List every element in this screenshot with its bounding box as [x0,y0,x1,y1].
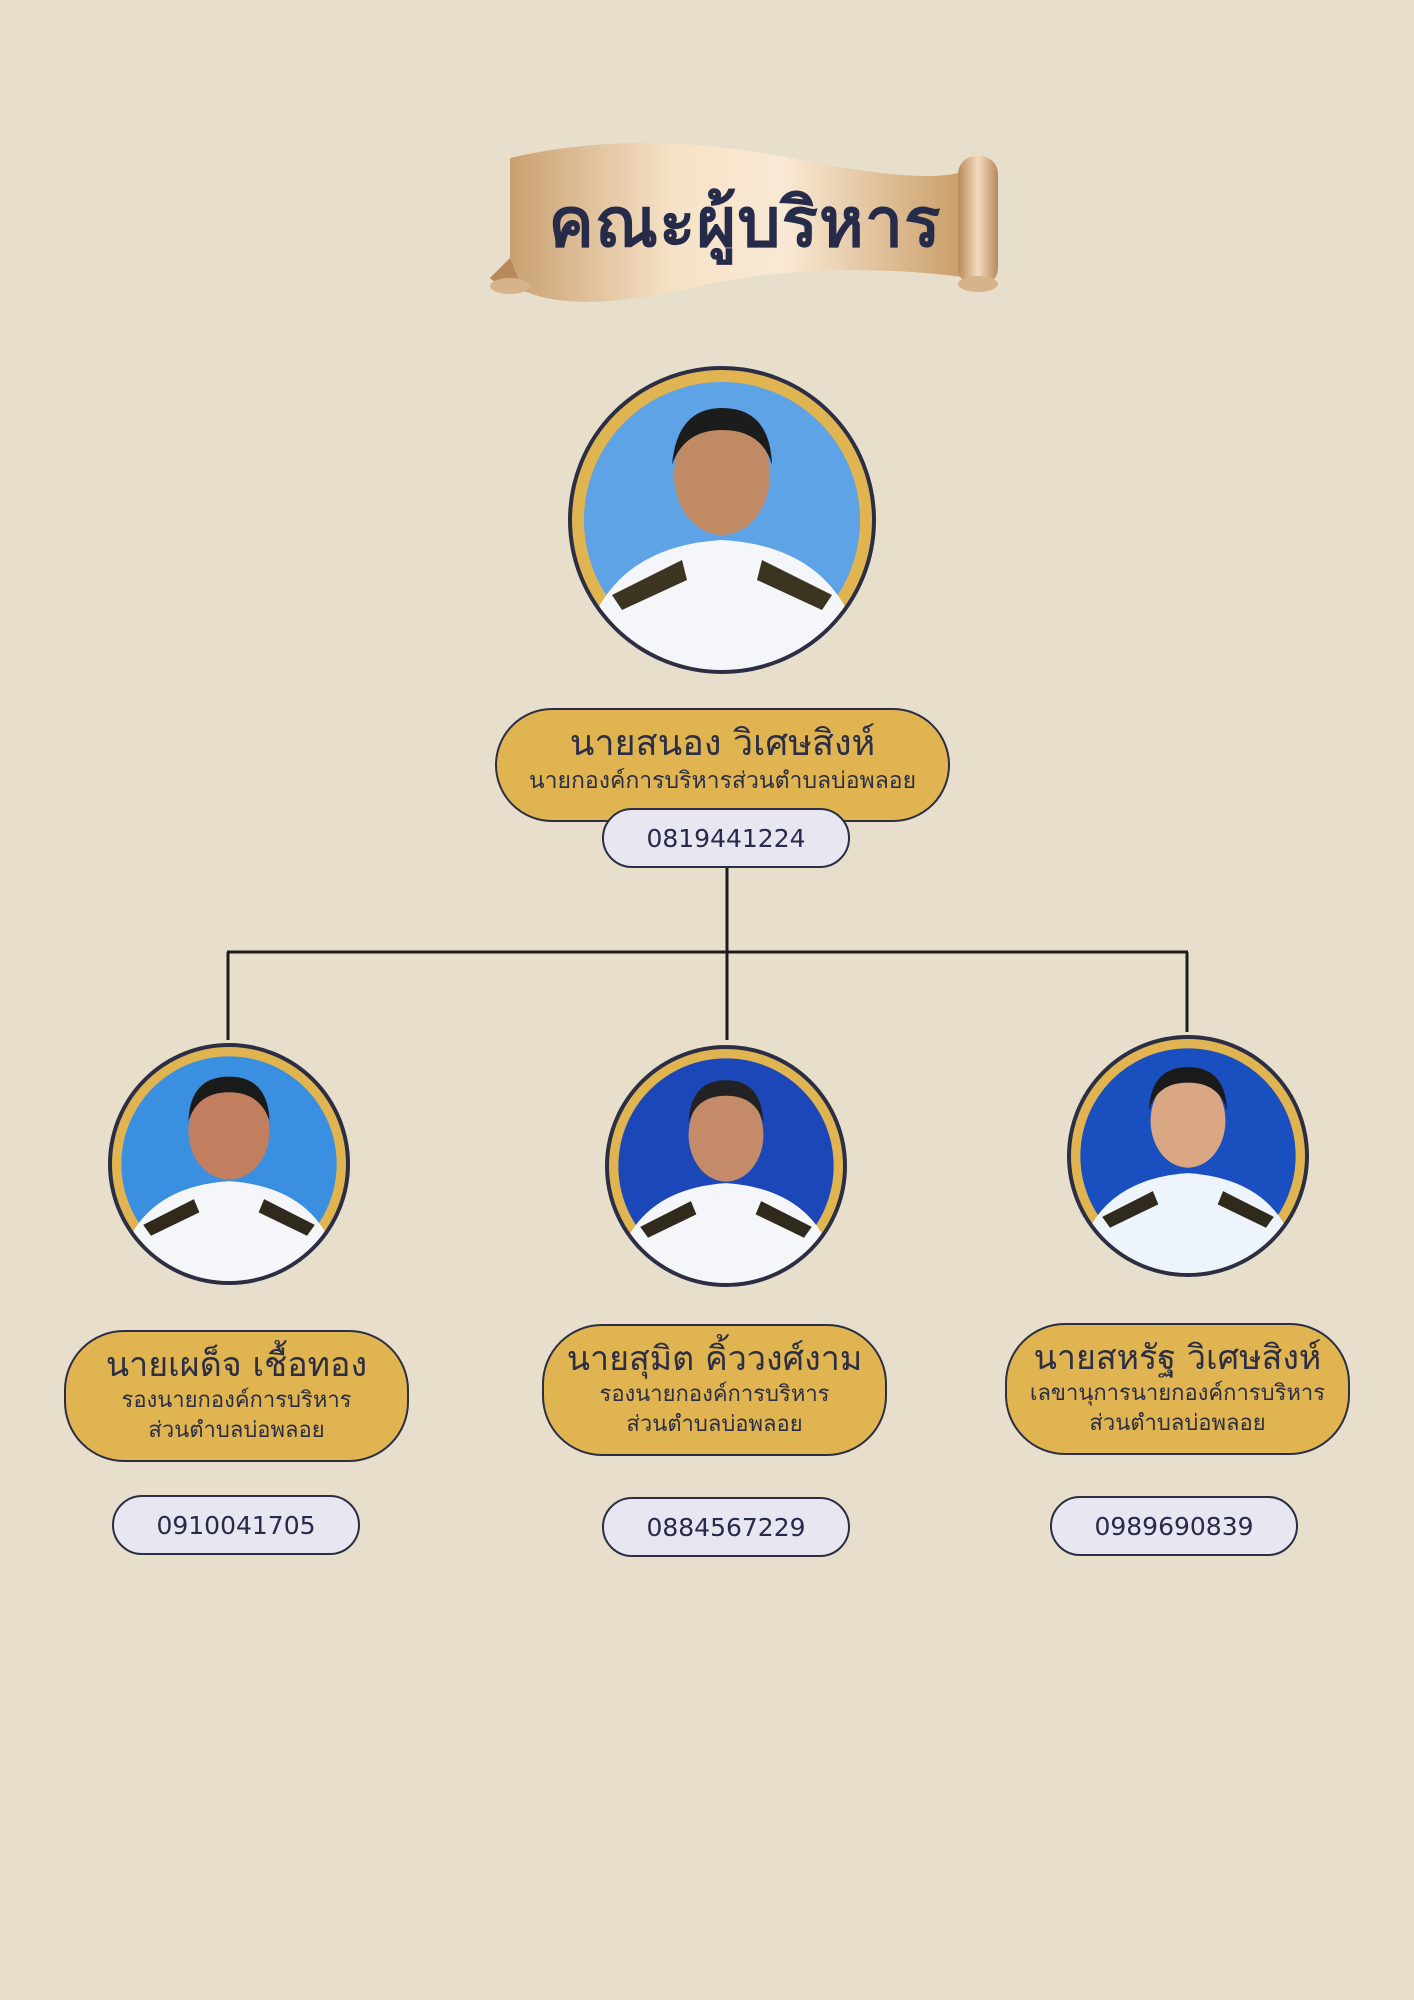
person-photo-icon [1080,1048,1296,1273]
chief-name: นายสนอง วิเศษสิงห์ [569,723,876,764]
member-1-role-line1: รองนายกองค์การบริหาร [121,1388,352,1413]
person-photo-icon [618,1058,834,1283]
chief-role: นายกองค์การบริหารส่วนตำบลบ่อพลอย [528,768,917,794]
member-3-name-plate: นายสหรัฐ วิเศษสิงห์ เลขานุการนายกองค์การ… [1005,1323,1350,1455]
member-1-name: นายเผด็จ เชื้อทอง [105,1345,368,1385]
member-2-name: นายสุมิต คิ้ววงศ์งาม [566,1339,863,1379]
chief-name-plate: นายสนอง วิเศษสิงห์ นายกองค์การบริหารส่วน… [495,708,950,822]
chief-portrait [568,366,876,674]
member-2-role-line1: รองนายกองค์การบริหาร [599,1382,830,1407]
member-1-portrait [108,1043,350,1285]
member-2-portrait [605,1045,847,1287]
person-photo-icon [121,1056,337,1281]
person-photo-icon [584,382,860,670]
chief-phone: 0819441224 [602,808,850,868]
member-2-phone: 0884567229 [602,1497,850,1557]
member-3-phone: 0989690839 [1050,1496,1298,1556]
page-title: คณะผู้บริหาร [548,184,942,263]
member-3-role-line1: เลขานุการนายกองค์การบริหาร [1029,1381,1326,1406]
member-1-role-line2: ส่วนตำบลบ่อพลอย [148,1418,325,1443]
member-3-name: นายสหรัฐ วิเศษสิงห์ [1033,1338,1322,1378]
member-1-phone: 0910041705 [112,1495,360,1555]
member-3-role-line2: ส่วนตำบลบ่อพลอย [1089,1411,1266,1436]
title-banner [490,143,998,302]
member-2-role-line2: ส่วนตำบลบ่อพลอย [626,1412,803,1437]
member-3-portrait [1067,1035,1309,1277]
member-2-name-plate: นายสุมิต คิ้ววงศ์งาม รองนายกองค์การบริหา… [542,1324,887,1456]
member-1-name-plate: นายเผด็จ เชื้อทอง รองนายกองค์การบริหาร ส… [64,1330,409,1462]
